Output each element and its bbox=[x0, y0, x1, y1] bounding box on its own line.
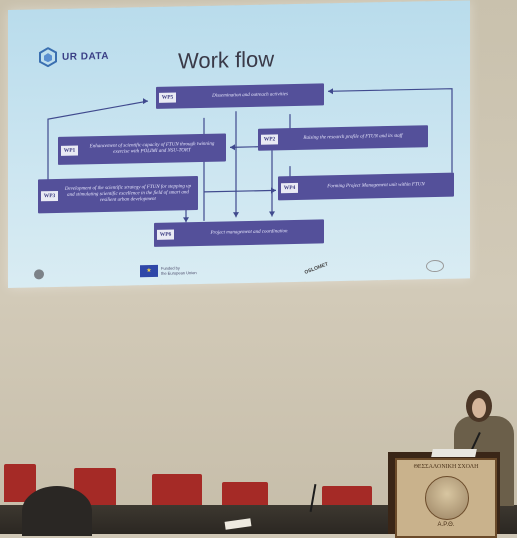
wp3-text: Development of the scientific strategy o… bbox=[64, 184, 192, 204]
audience-head bbox=[22, 486, 92, 536]
wp3-label: WP3 bbox=[41, 190, 58, 202]
workflow-box-wp2: WP2 Raising the research profile of FTUN… bbox=[258, 125, 428, 151]
wp6-text: Project management and coordination bbox=[210, 229, 288, 236]
podium-top-text: ΘΕΣΣΑΛΟΝΙΚΗ ΣΧΟΛΗ bbox=[413, 464, 479, 470]
wp6-label: WP6 bbox=[157, 229, 174, 240]
workflow-box-wp6: WP6 Project management and coordination bbox=[154, 219, 324, 247]
wp2-text: Raising the research profile of FTUN and… bbox=[303, 133, 403, 141]
wp4-text: Forming Project Management unit within F… bbox=[327, 182, 425, 190]
partner-logo: OSLOMET bbox=[303, 261, 330, 276]
funded-line-2: the European Union bbox=[161, 270, 197, 276]
workflow-box-wp3: WP3 Development of the scientific strate… bbox=[38, 176, 198, 214]
podium-seal-icon bbox=[425, 476, 469, 520]
workflow-box-wp4: WP4 Forming Project Management unit with… bbox=[278, 172, 454, 201]
podium-panel: ΘΕΣΣΑΛΟΝΙΚΗ ΣΧΟΛΗ A.P.Θ. bbox=[395, 458, 497, 538]
ur-data-logo: UR DATA bbox=[38, 46, 109, 68]
eu-flag-icon: ★ bbox=[140, 264, 158, 278]
connector-wp3-wp5 bbox=[47, 100, 149, 185]
university-seal-icon bbox=[34, 269, 44, 280]
workflow-box-wp5: WP5 Dissemination and outreach activitie… bbox=[156, 83, 324, 109]
connector-wp3-wp4 bbox=[204, 189, 276, 193]
wp1-label: WP1 bbox=[61, 145, 78, 156]
speaker-face bbox=[472, 398, 486, 418]
workflow-box-wp1: WP1 Enhancement of scientific capacity o… bbox=[58, 133, 226, 165]
wp5-text: Dissemination and outreach activities bbox=[212, 92, 288, 99]
connector-wp4-wp5 bbox=[328, 88, 453, 173]
partner-emblem-icon bbox=[426, 259, 444, 273]
podium-tablet bbox=[431, 449, 477, 457]
projected-slide: UR DATA Work flow bbox=[8, 0, 470, 289]
podium-bottom-text: A.P.Θ. bbox=[437, 522, 455, 528]
wp5-label: WP5 bbox=[159, 92, 176, 103]
funded-by-text: Funded by the European Union bbox=[161, 265, 197, 276]
wp4-label: WP4 bbox=[281, 182, 298, 194]
wp2-label: WP2 bbox=[261, 134, 278, 145]
wp1-text: Enhancement of scientific capacity of FT… bbox=[89, 141, 215, 155]
ur-data-logo-icon bbox=[39, 47, 57, 68]
